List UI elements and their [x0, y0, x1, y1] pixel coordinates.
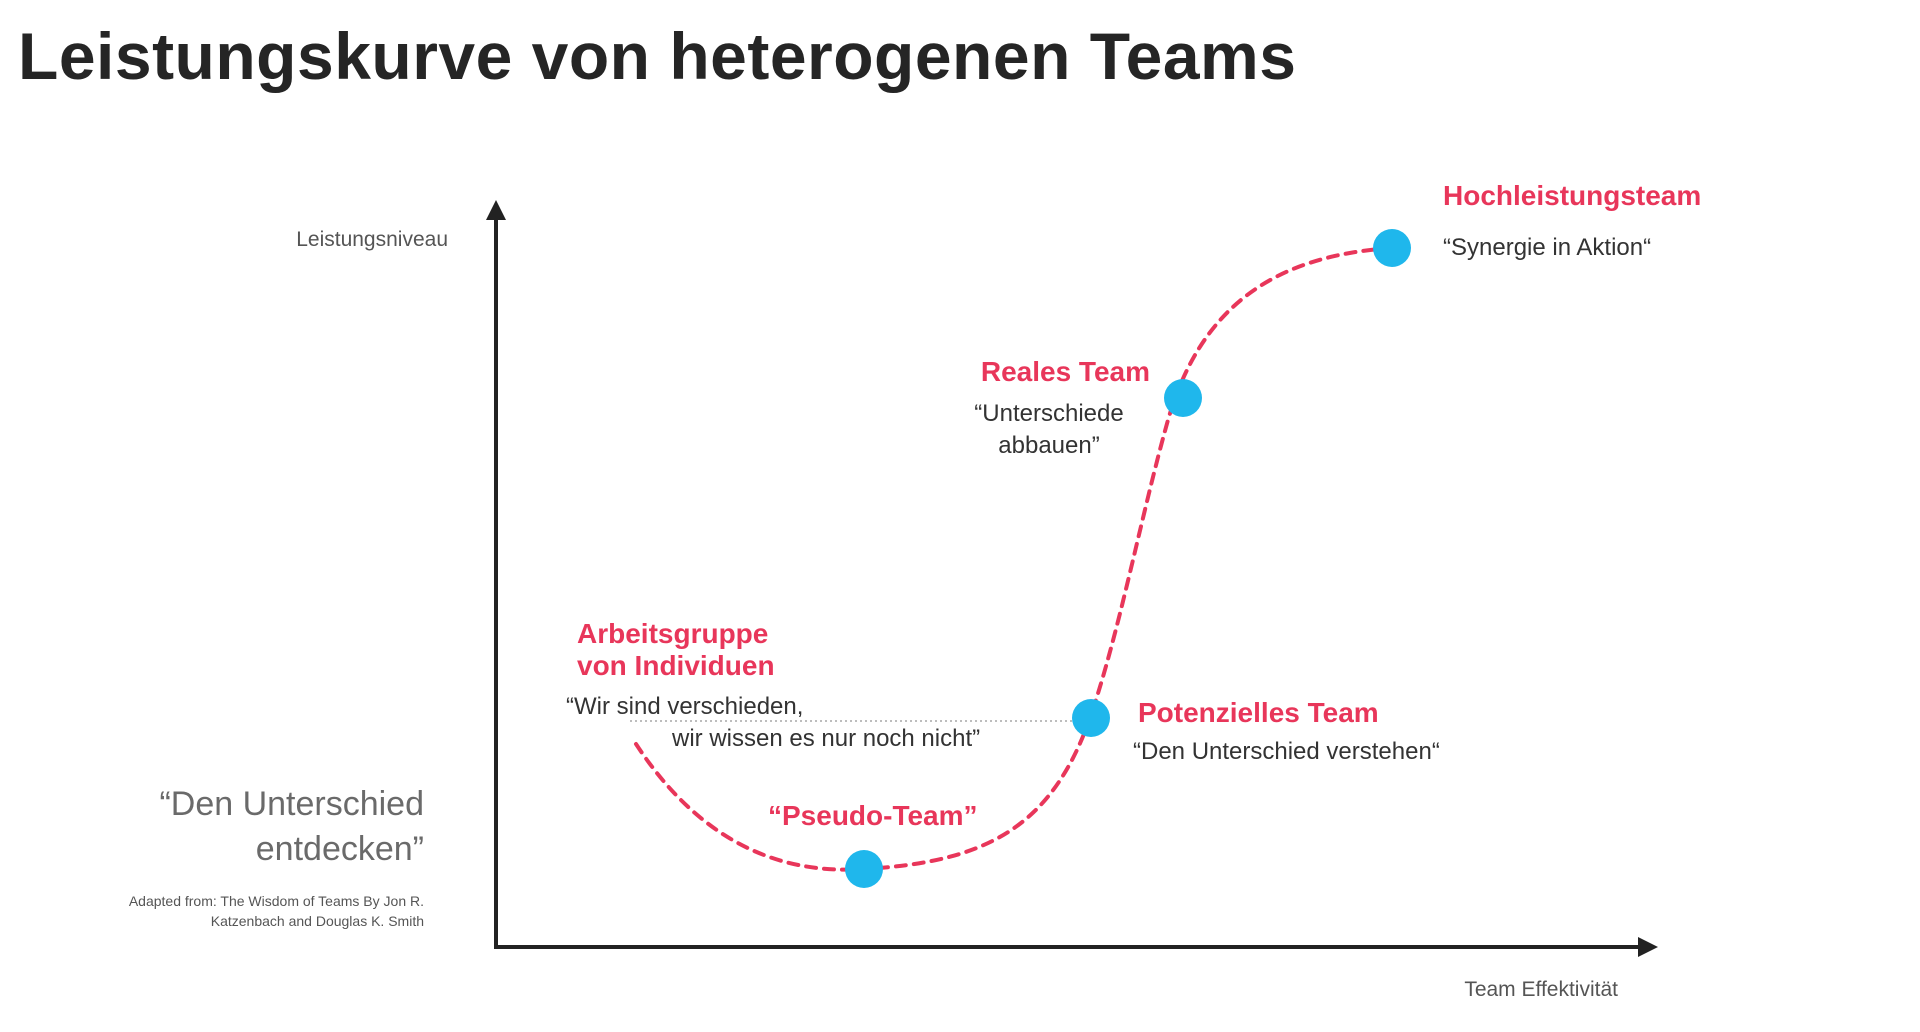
stage-arbeitsgruppe-quote-1: “Wir sind verschieden,	[566, 693, 803, 720]
stage-potenzielles-team-title: Potenzielles Team	[1138, 697, 1379, 728]
stage-arbeitsgruppe-quote-2: wir wissen es nur noch nicht”	[671, 725, 980, 752]
stage-reales-team-title: Reales Team	[981, 356, 1150, 387]
stage-arbeitsgruppe-title: Arbeitsgruppe	[577, 618, 768, 649]
milestone-pseudo-team	[845, 850, 883, 888]
stage-reales-team-quote-1: “Unterschiede	[974, 400, 1123, 427]
milestone-hochleistungsteam	[1373, 229, 1411, 267]
milestone-potenzielles-team	[1072, 699, 1110, 737]
left-quote-line-1: “Den Unterschied	[159, 785, 424, 823]
stage-hochleistungsteam-title: Hochleistungsteam	[1443, 180, 1701, 211]
source-line-1: Adapted from: The Wisdom of Teams By Jon…	[129, 893, 424, 909]
left-quote-line-2: entdecken”	[256, 830, 424, 868]
stage-reales-team-quote-2: abbauen”	[998, 432, 1099, 459]
stage-potenzielles-team-quote: “Den Unterschied verstehen“	[1133, 738, 1440, 765]
stage-hochleistungsteam-quote: “Synergie in Aktion“	[1443, 234, 1651, 261]
y-axis-label: Leistungsniveau	[296, 228, 448, 251]
performance-curve	[634, 246, 1394, 872]
source-line-2: Katzenbach and Douglas K. Smith	[211, 913, 424, 929]
x-axis-label: Team Effektivität	[1464, 978, 1618, 1001]
stage-arbeitsgruppe-subtitle: von Individuen	[577, 650, 775, 681]
milestone-reales-team	[1164, 379, 1202, 417]
stage-pseudo-team-title: “Pseudo-Team”	[768, 800, 978, 831]
page-title: Leistungskurve von heterogenen Teams	[18, 19, 1297, 93]
